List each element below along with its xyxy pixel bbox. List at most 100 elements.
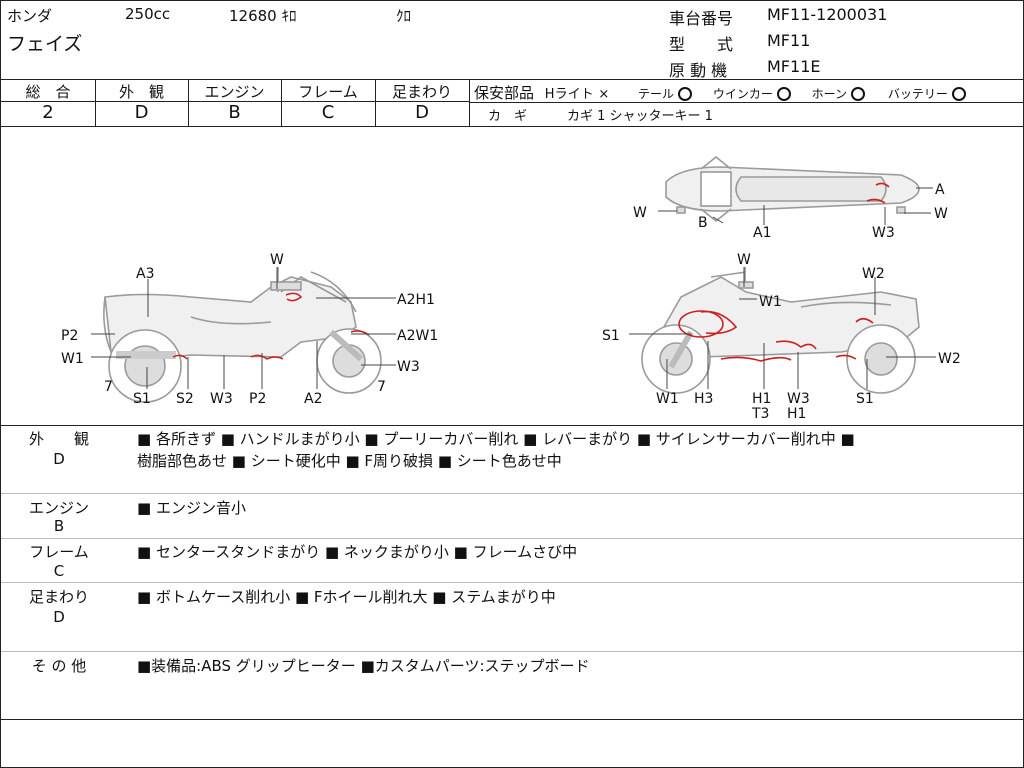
label-t-w-right: W: [934, 206, 948, 222]
section-frame-grade: C: [53, 562, 65, 580]
right-damage-marks: [678, 310, 874, 362]
label-r-w: W: [737, 252, 751, 268]
key-value: カギ 1 シャッターキー 1: [567, 109, 713, 124]
safety-parts-row: 保安部品 Hライト × テール ウインカー ホーン バッテリー: [474, 82, 966, 103]
label-s2: S2: [176, 391, 194, 407]
label-a2h1: A2H1: [397, 292, 435, 308]
section-exterior-line-1: ■ 各所きず ■ ハンドルまがり小 ■ プーリーカバー削れ ■ レバーまがり ■…: [137, 430, 855, 448]
horn-label: ホーン: [811, 87, 848, 101]
maker: ホンダ: [7, 7, 53, 25]
label-r-w1-top: W1: [759, 294, 782, 310]
section-frame-line-1: ■ センタースタンドまがり ■ ネックまがり小 ■ フレームさび中: [137, 543, 578, 561]
frame-no: MF11-1200031: [767, 5, 888, 24]
headlight-label: Hライト: [544, 87, 594, 102]
label-p2: P2: [249, 391, 266, 407]
grade-frame-value: C: [321, 102, 335, 123]
label-w1: W1: [61, 351, 84, 367]
label-w: W: [270, 252, 284, 268]
label-p2-left: P2: [61, 328, 78, 344]
label-r-t3: T3: [751, 406, 769, 422]
key-label: カ ギ: [488, 109, 528, 124]
divider: [1, 582, 1023, 583]
section-other-line-1: ■装備品:ABS グリップヒーター ■カスタムパーツ:ステップボード: [137, 657, 590, 675]
section-suspension-line-1: ■ ボトムケース削れ小 ■ Fホイール削れ大 ■ ステムまがり中: [137, 588, 556, 606]
divider: [1, 79, 1023, 80]
right-leader-lines: [629, 267, 936, 389]
section-exterior-line-2: 樹脂部色あせ ■ シート硬化中 ■ F周り破損 ■ シート色あせ中: [137, 452, 562, 470]
divider: [1, 719, 1023, 720]
frame-no-label: 車台番号: [669, 9, 734, 28]
section-engine-grade: B: [53, 517, 65, 535]
tail-ok-icon: [678, 86, 693, 101]
grade-overall-value: 2: [42, 102, 54, 123]
grade-exterior-value: D: [134, 102, 149, 123]
grade-engine-label: エンジン: [204, 83, 265, 101]
divider: [375, 79, 376, 126]
divider: [469, 79, 470, 126]
left-side-scooter: [103, 267, 382, 403]
winker-label: ウインカー: [712, 87, 773, 101]
label-r-s1-left: S1: [602, 328, 620, 344]
section-suspension-grade: D: [53, 608, 65, 626]
winker-ok-icon: [776, 86, 791, 101]
label-t-w-left: W: [633, 205, 647, 221]
grade-exterior-label: 外 観: [118, 83, 164, 101]
label-r-h3: H3: [694, 391, 713, 407]
label-r-h1b: H1: [787, 406, 806, 422]
engine-label: 原 動 機: [669, 61, 728, 80]
section-suspension-title: 足まわり: [28, 588, 89, 606]
grade-suspension-value: D: [415, 102, 429, 123]
label-a2w1: A2W1: [397, 328, 438, 344]
section-frame-title: フレーム: [29, 543, 89, 561]
label-t-a1: A1: [753, 225, 771, 241]
label-a2: A2: [304, 391, 322, 407]
label-a3: A3: [136, 266, 154, 282]
label-w3: W3: [210, 391, 233, 407]
label-r-w2-right: W2: [938, 351, 961, 367]
divider: [1, 425, 1023, 426]
label-t-b: B: [698, 215, 708, 231]
grade-frame-label: フレーム: [298, 83, 358, 101]
divider: [469, 102, 1023, 103]
divider: [1, 538, 1023, 539]
left-leader-lines: [91, 267, 396, 389]
label-7-right: 7: [377, 379, 386, 395]
grade-suspension-label: 足まわり: [391, 83, 452, 101]
battery-ok-icon: [951, 86, 966, 101]
top-view-scooter: [665, 155, 920, 223]
grade-engine-value: B: [228, 102, 241, 123]
horn-ok-icon: [851, 86, 866, 101]
top-damage-marks: [866, 182, 890, 204]
section-engine-title: エンジン: [28, 499, 89, 517]
grade-overall-label: 総 合: [25, 83, 71, 101]
label-r-s1: S1: [856, 391, 874, 407]
mileage: 12680 ｷﾛ: [229, 7, 297, 25]
damage-diagram: A3 W A2H1 P2 A2W1 W1 W3 7 7 S1 S2 W3 P2 …: [61, 155, 961, 422]
right-side-scooter: [641, 267, 920, 394]
label-r-w2-top: W2: [862, 266, 885, 282]
section-exterior-grade: D: [53, 450, 65, 468]
label-r-w1: W1: [656, 391, 679, 407]
type-label: 型 式: [669, 35, 734, 54]
section-engine-line-1: ■ エンジン音小: [137, 499, 246, 517]
displacement: 250cc: [125, 5, 171, 23]
label-r-h1: H1: [752, 391, 771, 407]
divider: [188, 79, 189, 126]
label-w3-right: W3: [397, 359, 420, 375]
left-damage-marks: [172, 292, 370, 360]
divider: [281, 79, 282, 126]
divider: [95, 79, 96, 126]
label-r-w3: W3: [787, 391, 810, 407]
divider: [1, 101, 469, 102]
top-leader-lines: [658, 187, 933, 225]
divider: [1, 651, 1023, 652]
divider: [1, 126, 1023, 127]
divider: [1, 493, 1023, 494]
color: ｸﾛ: [396, 7, 412, 25]
section-exterior-title: 外 観: [28, 430, 89, 448]
battery-label: バッテリー: [887, 87, 948, 101]
safety-label: 保安部品: [474, 84, 535, 102]
type-value: MF11: [767, 31, 811, 50]
label-s1: S1: [133, 391, 151, 407]
